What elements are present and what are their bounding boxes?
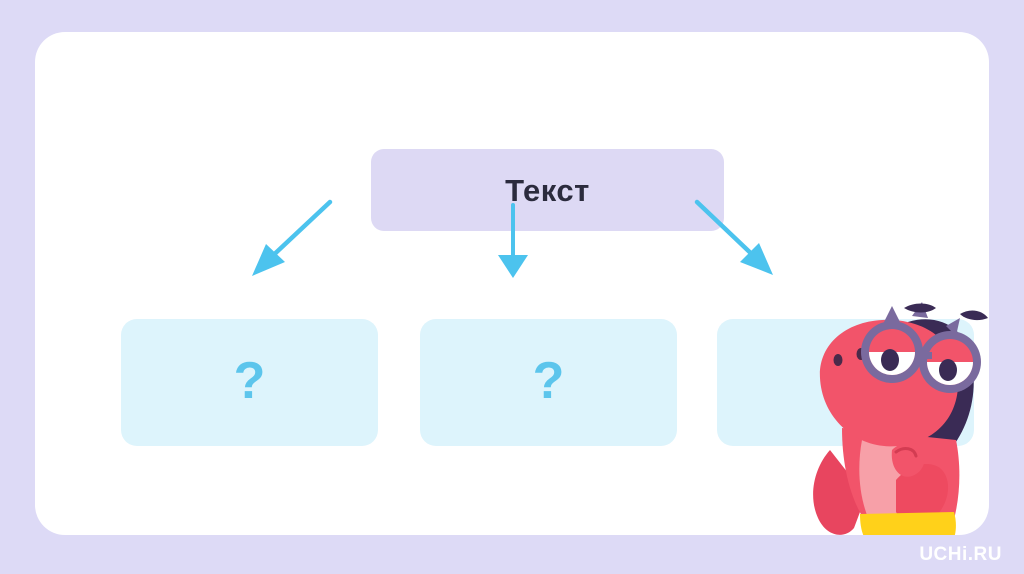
mascot-spike-1 — [884, 306, 900, 322]
mascot-eyebrow-left — [904, 303, 936, 313]
diagram-bottom-node-1[interactable]: ? — [121, 319, 378, 446]
diagram-top-node[interactable]: Текст — [371, 149, 724, 231]
content-card: Текст ? ? ? — [35, 32, 989, 535]
mascot-tail — [813, 450, 866, 535]
mascot-pupil-right — [939, 359, 957, 381]
mascot-glasses-bridge — [918, 352, 932, 359]
uchi-ru-logo[interactable]: UCHi.RU — [919, 544, 1002, 565]
mascot-eyebrow-right — [960, 310, 988, 321]
mascot-arm — [896, 464, 949, 524]
mascot-pupil-left — [881, 349, 899, 371]
mascot-pants — [860, 512, 956, 535]
arrow-down-left — [252, 199, 333, 276]
diagram-bottom-node-1-label: ? — [233, 351, 266, 410]
mascot-finger-line — [894, 447, 918, 458]
diagram-bottom-node-2[interactable]: ? — [420, 319, 677, 446]
mascot-nostril-left — [833, 354, 843, 366]
mascot-spike-3 — [946, 318, 960, 336]
diagram-bottom-node-2-label: ? — [532, 351, 565, 410]
diagram-top-node-label: Текст — [505, 172, 590, 208]
thinking-dinosaur-mascot — [813, 302, 988, 535]
